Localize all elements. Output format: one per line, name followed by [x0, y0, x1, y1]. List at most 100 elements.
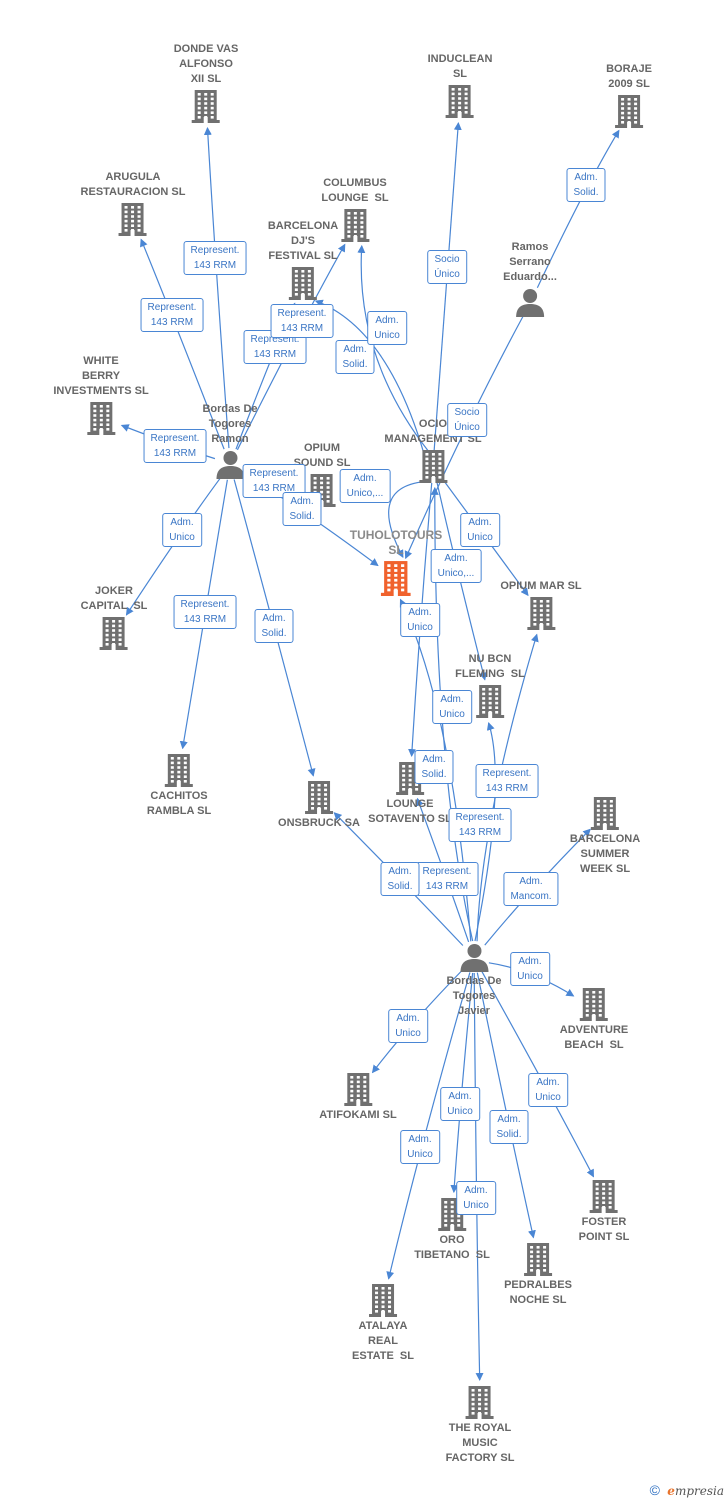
edge-label[interactable]: Adm. Solid.: [380, 862, 420, 896]
edge-label[interactable]: Adm. Unico: [388, 1009, 428, 1043]
node-atifokami[interactable]: ATIFOKAMI SL: [319, 1072, 397, 1123]
building-icon: [368, 1283, 398, 1317]
edge-label[interactable]: Represent. 143 RRM: [183, 241, 247, 275]
node-label: FOSTER POINT SL: [578, 1216, 630, 1243]
person-icon: [215, 449, 245, 479]
edge-label[interactable]: Represent. 143 RRM: [448, 808, 512, 842]
edge-label[interactable]: Adm. Solid.: [414, 750, 454, 784]
node-label: BARCELONA SUMMER WEEK SL: [569, 833, 641, 875]
edge-label[interactable]: Adm. Unico: [162, 513, 202, 547]
building-icon: [164, 753, 194, 787]
edge-label[interactable]: Represent. 143 RRM: [415, 862, 479, 896]
building-icon: [304, 780, 334, 814]
building-icon: [379, 560, 413, 596]
node-barcelona-djs[interactable]: BARCELONA DJ'S FESTIVAL SL: [268, 219, 338, 300]
node-lounge-sotavento[interactable]: LOUNGE SOTAVENTO SL: [368, 761, 452, 827]
building-icon: [526, 596, 556, 630]
node-label: ATALAYA REAL ESTATE SL: [352, 1320, 414, 1362]
edge-javier-opium-mar: [476, 633, 539, 942]
edge-label[interactable]: Adm. Solid.: [335, 340, 375, 374]
edge-label[interactable]: Represent. 143 RRM: [173, 595, 237, 629]
node-label: OCIO MANAGEMENT SL: [384, 418, 482, 445]
edge-label[interactable]: Adm. Unico,...: [339, 469, 391, 503]
node-label: NU BCN FLEMING SL: [455, 653, 525, 680]
node-royal[interactable]: THE ROYAL MUSIC FACTORY SL: [445, 1385, 515, 1466]
node-tuholotours[interactable]: TUHOLOTOURS SL: [350, 528, 442, 596]
node-label: COLUMBUS LOUNGE SL: [321, 177, 389, 204]
edge-label[interactable]: Adm. Unico: [528, 1073, 568, 1107]
node-donde[interactable]: DONDE VAS ALFONSO XII SL: [174, 42, 238, 123]
edge-label[interactable]: Adm. Solid.: [566, 168, 606, 202]
node-label: Bordas De Togores Javier: [446, 975, 502, 1017]
node-ocio[interactable]: OCIO MANAGEMENT SL: [384, 417, 482, 483]
node-bcn-summer[interactable]: BARCELONA SUMMER WEEK SL: [570, 796, 640, 877]
building-icon: [465, 1385, 495, 1419]
edge-label[interactable]: Socio Único: [447, 403, 487, 437]
node-induclean[interactable]: INDUCLEAN SL: [427, 52, 493, 118]
edge-label[interactable]: Adm. Unico: [432, 690, 472, 724]
building-icon: [589, 1179, 619, 1213]
node-label: INDUCLEAN SL: [427, 53, 493, 80]
node-cachitos[interactable]: CACHITOS RAMBLA SL: [147, 753, 211, 819]
node-adventure[interactable]: ADVENTURE BEACH SL: [560, 987, 628, 1053]
node-label: JOKER CAPITAL SL: [80, 585, 148, 612]
node-atalaya[interactable]: ATALAYA REAL ESTATE SL: [352, 1283, 414, 1364]
building-icon: [475, 684, 505, 718]
edge-label[interactable]: Adm. Unico,...: [430, 549, 482, 583]
node-foster[interactable]: FOSTER POINT SL: [578, 1179, 630, 1245]
footer-credit[interactable]: © empresia: [650, 1482, 724, 1498]
edge-label[interactable]: Adm. Unico: [367, 311, 407, 345]
building-icon: [590, 796, 620, 830]
building-icon: [86, 401, 116, 435]
node-columbus[interactable]: COLUMBUS LOUNGE SL: [321, 176, 389, 242]
building-icon: [340, 208, 370, 242]
node-joker[interactable]: JOKER CAPITAL SL: [80, 584, 148, 650]
edge-label[interactable]: Adm. Mancom.: [503, 872, 559, 906]
edge-label[interactable]: Represent. 143 RRM: [475, 764, 539, 798]
node-label: ATIFOKAMI SL: [319, 1109, 397, 1121]
edge-label[interactable]: Adm. Unico: [510, 952, 550, 986]
edge-javier-nu-bcn: [474, 722, 496, 942]
building-icon: [118, 202, 148, 236]
edge-ocio-tuholotours: [388, 480, 429, 558]
building-icon: [445, 84, 475, 118]
edge-ramon-donde: [203, 126, 230, 449]
node-onsbruck[interactable]: ONSBRUCK SA: [278, 780, 360, 831]
node-arugula[interactable]: ARUGULA RESTAURACION SL: [80, 170, 186, 236]
node-nu-bcn[interactable]: NU BCN FLEMING SL: [455, 652, 525, 718]
edge-label[interactable]: Adm. Solid.: [489, 1110, 529, 1144]
node-pedralbes[interactable]: PEDRALBES NOCHE SL: [504, 1242, 572, 1308]
edge-label[interactable]: Represent. 143 RRM: [143, 429, 207, 463]
edge-label[interactable]: Adm. Unico: [440, 1087, 480, 1121]
edge-label[interactable]: Represent. 143 RRM: [270, 304, 334, 338]
edge-label[interactable]: Represent. 143 RRM: [140, 298, 204, 332]
edge-javier-royal: [473, 972, 484, 1381]
node-label: CACHITOS RAMBLA SL: [146, 790, 212, 817]
building-icon: [614, 94, 644, 128]
edge-label[interactable]: Socio Único: [427, 250, 467, 284]
node-opium-mar[interactable]: OPIUM MAR SL: [500, 579, 582, 630]
building-icon: [343, 1072, 373, 1106]
edge-label[interactable]: Adm. Unico: [456, 1181, 496, 1215]
building-icon: [288, 266, 318, 300]
node-boraje[interactable]: BORAJE 2009 SL: [606, 62, 652, 128]
building-icon: [523, 1242, 553, 1276]
node-ramos[interactable]: Ramos Serrano Eduardo...: [503, 240, 557, 317]
edge-label[interactable]: Adm. Solid.: [282, 492, 322, 526]
edge-label[interactable]: Adm. Unico: [460, 513, 500, 547]
node-label: THE ROYAL MUSIC FACTORY SL: [445, 1422, 515, 1464]
node-oro[interactable]: ORO TIBETANO SL: [414, 1197, 490, 1263]
edge-label[interactable]: Adm. Solid.: [254, 609, 294, 643]
building-icon: [191, 89, 221, 123]
node-javier[interactable]: Bordas De Togores Javier: [446, 942, 502, 1019]
node-label: WHITE BERRY INVESTMENTS SL: [53, 355, 149, 397]
edge-label[interactable]: Adm. Unico: [400, 603, 440, 637]
building-icon: [579, 987, 609, 1021]
node-label: ARUGULA RESTAURACION SL: [80, 171, 186, 198]
person-icon: [459, 942, 489, 972]
node-ramon[interactable]: Bordas De Togores Ramon: [202, 402, 258, 479]
copyright-symbol: ©: [649, 1482, 660, 1498]
node-white-berry[interactable]: WHITE BERRY INVESTMENTS SL: [53, 354, 149, 435]
edge-label[interactable]: Adm. Unico: [400, 1130, 440, 1164]
node-label: Bordas De Togores Ramon: [202, 403, 258, 445]
